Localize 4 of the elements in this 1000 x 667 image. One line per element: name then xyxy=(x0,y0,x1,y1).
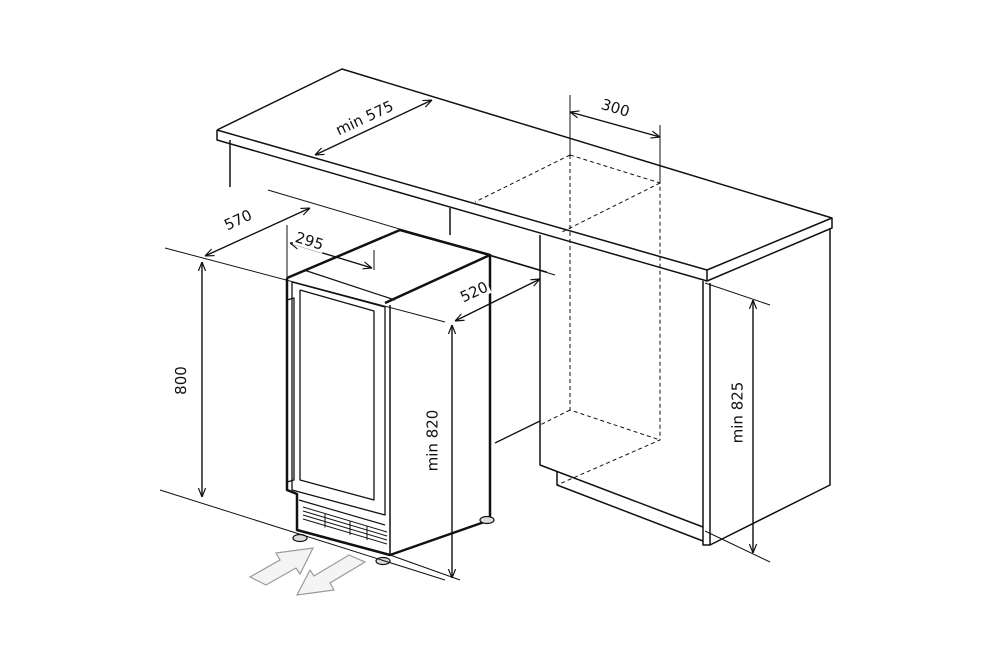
dimension-value: 295 xyxy=(292,229,326,253)
dimension-value: min 825 xyxy=(730,380,746,444)
dimension-value: 800 xyxy=(173,364,188,396)
dimension-value: min 820 xyxy=(425,408,440,472)
